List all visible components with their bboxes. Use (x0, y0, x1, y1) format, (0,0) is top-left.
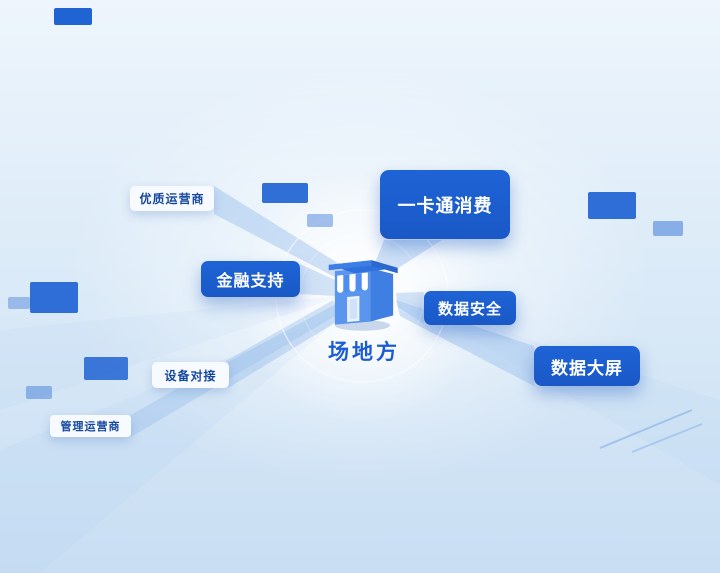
beam-management-operator (131, 300, 340, 437)
accent-line (599, 409, 693, 449)
node-data-security: 数据安全 (424, 291, 516, 325)
node-label: 一卡通消费 (397, 195, 493, 216)
node-label: 设备对接 (164, 368, 217, 383)
deco-block (84, 357, 128, 380)
node-label: 数据安全 (437, 300, 502, 318)
beam-one-card (375, 240, 442, 272)
node-device-docking: 设备对接 (152, 362, 229, 388)
node-label: 优质运营商 (139, 192, 205, 206)
deco-block (307, 214, 333, 227)
background-wedge (0, 295, 345, 410)
store-icon (328, 260, 398, 331)
deco-block (8, 297, 30, 309)
deco-block (54, 8, 92, 25)
center-label: 场地方 (328, 341, 400, 364)
deco-block (588, 192, 636, 219)
deco-block (26, 386, 52, 399)
node-management-operator: 管理运营商 (50, 415, 131, 437)
beam-financial-support (300, 264, 335, 296)
node-label: 管理运营商 (60, 421, 121, 433)
accent-line (631, 423, 703, 453)
node-premium-operator: 优质运营商 (130, 186, 214, 211)
beam-device-docking (228, 305, 343, 388)
node-label: 金融支持 (216, 273, 285, 290)
deco-block (30, 282, 78, 313)
beam-premium-operator (214, 186, 357, 286)
node-data-big-screen: 数据大屏 (534, 346, 640, 386)
node-financial-support: 金融支持 (201, 261, 300, 297)
node-label: 数据大屏 (551, 358, 623, 378)
deco-block (653, 221, 683, 236)
background-wedge (0, 308, 352, 573)
deco-block (262, 183, 308, 203)
node-one-card-consumption: 一卡通消费 (380, 170, 510, 239)
